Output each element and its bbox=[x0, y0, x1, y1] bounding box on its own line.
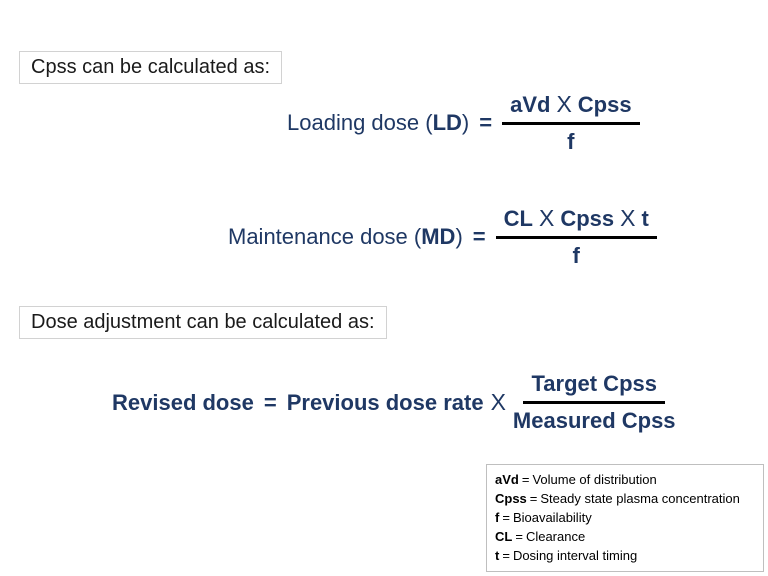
times-operator: X bbox=[556, 91, 572, 117]
loading-dose-abbr: LD bbox=[432, 110, 462, 135]
avd-term: aVd bbox=[510, 92, 551, 117]
legend-term: f bbox=[495, 510, 500, 525]
revised-dose-label: Revised dose bbox=[112, 389, 254, 415]
times-operator: X bbox=[620, 205, 636, 231]
equals-sign: = bbox=[479, 110, 493, 135]
revised-dose-fraction: Target Cpss Measured Cpss bbox=[513, 370, 676, 435]
maintenance-dose-name: Maintenance dose ( bbox=[228, 224, 422, 249]
cl-term: CL bbox=[503, 206, 533, 231]
measured-cpss-denominator: Measured Cpss bbox=[512, 408, 676, 433]
cpss-term: Cpss bbox=[577, 92, 632, 117]
legend-equals: = bbox=[502, 548, 510, 563]
legend-term: Cpss bbox=[495, 491, 527, 506]
maintenance-dose-close-paren: ) bbox=[455, 224, 463, 249]
legend-equals: = bbox=[515, 529, 523, 544]
legend-definition: Bioavailability bbox=[512, 510, 592, 525]
legend-definition: Dosing interval timing bbox=[512, 548, 638, 563]
cpss-term: Cpss bbox=[560, 206, 615, 231]
legend-definition: Steady state plasma concentration bbox=[540, 491, 740, 506]
revised-dose-formula: Revised dose = Previous dose rate X Targ… bbox=[112, 370, 676, 435]
equals-sign: = bbox=[472, 224, 486, 249]
cpss-calc-label-box: Cpss can be calculated as: bbox=[19, 51, 283, 84]
target-cpss-numerator: Target Cpss bbox=[523, 370, 665, 404]
legend-box: aVd=Volume of distribution Cpss=Steady s… bbox=[486, 464, 764, 572]
dose-adjustment-label-text: Dose adjustment can be calculated as: bbox=[31, 311, 375, 333]
loading-dose-close-paren: ) bbox=[461, 110, 470, 135]
equals-sign: = bbox=[263, 389, 277, 415]
legend-item-avd: aVd=Volume of distribution bbox=[495, 470, 755, 489]
legend-item-cl: CL=Clearance bbox=[495, 527, 755, 546]
cpss-calc-label-text: Cpss can be calculated as: bbox=[31, 56, 271, 78]
legend-equals: = bbox=[529, 491, 538, 506]
previous-dose-rate-label: Previous dose rate bbox=[286, 389, 484, 415]
times-operator: X bbox=[490, 389, 506, 415]
times-operator: X bbox=[538, 205, 555, 231]
maintenance-dose-denominator: f bbox=[572, 243, 580, 268]
legend-definition: Volume of distribution bbox=[532, 472, 657, 487]
legend-equals: = bbox=[502, 510, 510, 525]
legend-item-f: f=Bioavailability bbox=[495, 508, 755, 527]
loading-dose-denominator: f bbox=[567, 129, 575, 154]
loading-dose-name: Loading dose ( bbox=[287, 110, 433, 135]
legend-item-cpss: Cpss=Steady state plasma concentration bbox=[495, 489, 755, 508]
legend-term: CL bbox=[495, 529, 513, 544]
maintenance-dose-abbr: MD bbox=[421, 224, 456, 249]
legend-term: t bbox=[495, 548, 500, 563]
t-term: t bbox=[641, 206, 649, 231]
dose-adjustment-label-box: Dose adjustment can be calculated as: bbox=[19, 306, 387, 339]
legend-item-t: t=Dosing interval timing bbox=[495, 546, 755, 565]
legend-term: aVd bbox=[495, 472, 519, 487]
legend-equals: = bbox=[521, 472, 530, 487]
legend-definition: Clearance bbox=[525, 529, 586, 544]
